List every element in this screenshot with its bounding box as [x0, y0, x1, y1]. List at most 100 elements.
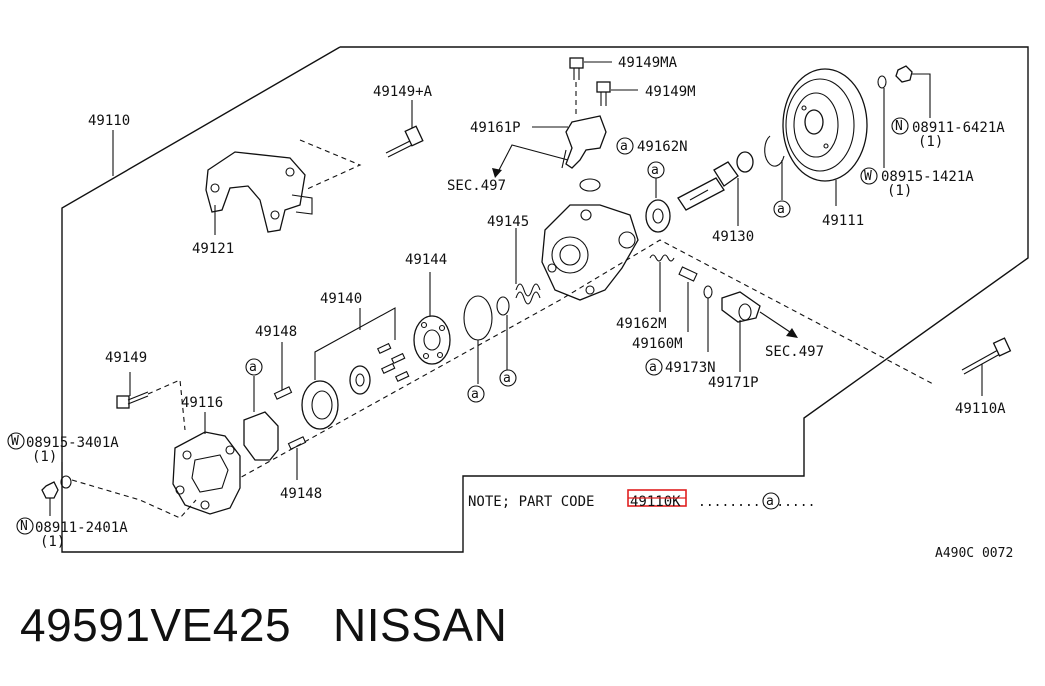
- spring-49162m: [649, 254, 675, 262]
- qty-08911-6421a: (1): [918, 134, 943, 150]
- label-49162m: 49162M: [616, 316, 667, 332]
- bolt-49149m: [596, 81, 611, 106]
- marker-a-gasket-plate: a: [245, 358, 263, 376]
- label-49110: 49110: [88, 113, 130, 129]
- label-sec497-top: SEC.497: [447, 178, 506, 194]
- svg-text:a: a: [620, 139, 628, 154]
- gasket-2: [496, 296, 510, 316]
- label-49171p: 49171P: [708, 375, 759, 391]
- marker-a-seal: a: [647, 161, 665, 179]
- arrow-sec497-right: [786, 328, 798, 338]
- svg-text:a: a: [471, 387, 479, 402]
- dash-49149: [147, 379, 186, 431]
- qty-08915-3401a: (1): [32, 449, 57, 465]
- cover-49116: [172, 431, 241, 515]
- connector-49171p: [721, 291, 761, 323]
- pin-49148-bottom: [287, 436, 307, 450]
- note-dots: ...............: [698, 495, 815, 510]
- label-49145: 49145: [487, 214, 529, 230]
- label-49149ma: 49149MA: [618, 55, 678, 71]
- label-49149a: 49149+A: [373, 84, 433, 100]
- washer-08915-1421a: [877, 75, 887, 89]
- svg-text:a: a: [777, 202, 785, 217]
- plate-49144: [413, 315, 451, 365]
- label-49162n: 49162N: [637, 139, 688, 155]
- marker-a-49162n: a: [616, 137, 634, 155]
- assembly-outline: [61, 46, 1029, 553]
- qty-08911-2401a: (1): [40, 534, 65, 550]
- bracket-49121: [205, 151, 313, 233]
- label-49148-bottom: 49148: [280, 486, 322, 502]
- svg-text:a: a: [766, 494, 774, 509]
- label-49116: 49116: [181, 395, 223, 411]
- label-49173n: 49173N: [665, 360, 716, 376]
- label-49110a: 49110A: [955, 401, 1006, 417]
- note-code: 49110K: [630, 494, 681, 510]
- label-08911-6421a: 08911-6421A: [912, 120, 1005, 136]
- svg-text:N: N: [895, 119, 903, 134]
- label-49140: 49140: [320, 291, 362, 307]
- spring-49145: [515, 283, 541, 305]
- bracket-49140: [314, 307, 396, 380]
- leader-sec497-right: [759, 311, 791, 333]
- svg-text:W: W: [11, 434, 19, 449]
- marker-a-49173n: a: [645, 358, 663, 376]
- vanes-49140: [376, 342, 410, 382]
- label-49148-top: 49148: [255, 324, 297, 340]
- rotor-49140: [349, 365, 371, 395]
- label-08915-1421a: 08915-1421A: [881, 169, 974, 185]
- footer-brand: NISSAN: [333, 599, 508, 651]
- ring-49140: [301, 380, 339, 430]
- marker-n-08911-6421a: N: [891, 117, 909, 135]
- seal-shaft: [645, 199, 671, 233]
- svg-text:a: a: [503, 371, 511, 386]
- bolt-49149a: [385, 125, 424, 158]
- label-08915-3401a: 08915-3401A: [26, 435, 119, 451]
- label-49111: 49111: [822, 213, 864, 229]
- note-marker-a: a: [762, 492, 780, 510]
- label-49149m: 49149M: [645, 84, 696, 100]
- label-08911-2401a: 08911-2401A: [35, 520, 128, 536]
- valve-49160m: [678, 266, 698, 282]
- pin-49148-top: [273, 386, 293, 400]
- snap-ring: [764, 135, 785, 167]
- marker-w-08915-1421a: W: [860, 167, 878, 185]
- gasket-1: [463, 295, 493, 341]
- dash-49121: [299, 139, 362, 191]
- pulley-49111: [782, 68, 868, 182]
- bolt-49110a: [961, 337, 1012, 375]
- washer-08915-3401a: [60, 475, 72, 489]
- footer-part-number: 49591VE425: [20, 599, 292, 651]
- oring-49173n: [703, 285, 713, 299]
- leader-sec497-top: [497, 144, 569, 173]
- marker-n-08911-2401a: N: [16, 517, 34, 535]
- bolt-49149: [116, 391, 149, 409]
- svg-text:N: N: [20, 519, 28, 534]
- marker-a-gasket-2: a: [499, 369, 517, 387]
- nut-08911-6421a: [895, 65, 913, 83]
- svg-text:a: a: [249, 360, 257, 375]
- svg-text:W: W: [864, 169, 872, 184]
- svg-text:a: a: [651, 163, 659, 178]
- gasket-plate: [243, 411, 279, 461]
- dash-08911: [71, 479, 197, 519]
- label-49144: 49144: [405, 252, 447, 268]
- label-49160m: 49160M: [632, 336, 683, 352]
- marker-a-gasket-1: a: [467, 385, 485, 403]
- note-prefix: NOTE; PART CODE: [468, 494, 594, 510]
- shaft-49130: [677, 151, 754, 211]
- svg-text:a: a: [649, 360, 657, 375]
- fitting-49161p: [561, 115, 607, 169]
- arrow-sec497-top: [492, 168, 502, 178]
- nut-08911-2401a: [41, 481, 59, 499]
- label-49161p: 49161P: [470, 120, 521, 136]
- label-49130: 49130: [712, 229, 754, 245]
- diagram-code: A490C 0072: [935, 546, 1013, 561]
- oring-49162n: [579, 178, 601, 192]
- bolt-49149ma: [569, 57, 584, 80]
- label-49121: 49121: [192, 241, 234, 257]
- leader-08911-6421a: [912, 73, 931, 118]
- marker-a-snap-ring: a: [773, 200, 791, 218]
- pump-housing: [541, 204, 639, 301]
